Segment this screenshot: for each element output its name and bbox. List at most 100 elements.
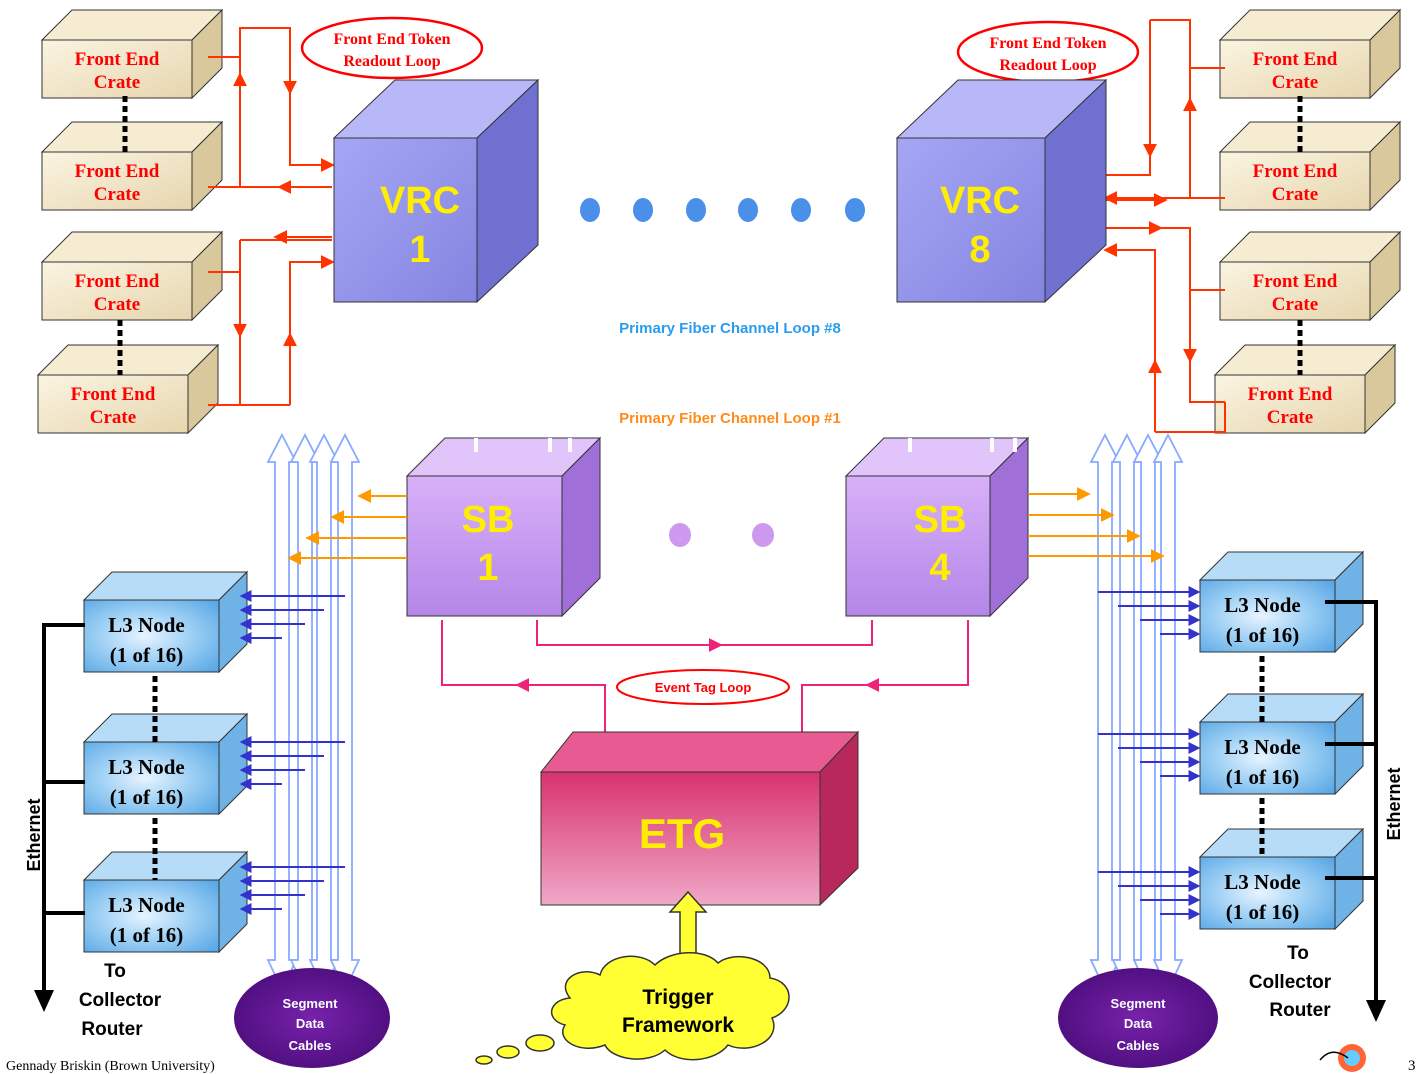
svg-text:(1 of 16): (1 of 16): [110, 643, 183, 667]
event-tag-loop: [441, 620, 969, 745]
svg-text:Event Tag Loop: Event Tag Loop: [655, 680, 752, 695]
svg-text:Front End: Front End: [75, 49, 160, 70]
segment-cables-right: Segment Data Cables: [1058, 968, 1218, 1068]
l3-node-left-3: L3 Node (1 of 16): [82, 850, 249, 954]
svg-text:(1 of 16): (1 of 16): [110, 923, 183, 947]
l3-node-left-2: L3 Node (1 of 16): [82, 712, 249, 816]
sb-output-arrows: [287, 487, 1165, 565]
svg-text:Crate: Crate: [1272, 294, 1318, 315]
svg-text:SB: SB: [914, 499, 967, 541]
l3-node-left-1: L3 Node (1 of 16): [82, 570, 249, 674]
footer-logo-icon: [1319, 1044, 1366, 1072]
svg-text:Front End: Front End: [1253, 161, 1338, 182]
svg-text:Front End Token: Front End Token: [989, 35, 1106, 52]
vrc-ellipsis-dots: [580, 198, 865, 222]
svg-text:Segment: Segment: [283, 996, 339, 1011]
svg-text:L3 Node: L3 Node: [108, 613, 184, 637]
loop1-label: Primary Fiber Channel Loop #1: [619, 410, 841, 427]
svg-text:Cables: Cables: [289, 1038, 332, 1053]
cable-to-l3-arrows: [239, 586, 1201, 920]
svg-text:Segment: Segment: [1111, 996, 1167, 1011]
right-token-loop: [1103, 19, 1226, 433]
svg-text:VRC: VRC: [380, 180, 460, 222]
svg-text:Front End Token: Front End Token: [333, 31, 450, 48]
svg-text:Crate: Crate: [90, 407, 136, 428]
svg-text:Front End: Front End: [71, 384, 156, 405]
ethernet-label-right: Ethernet: [1384, 767, 1404, 840]
svg-text:Front End: Front End: [75, 271, 160, 292]
page-number: 3: [1408, 1058, 1416, 1074]
sb-1-box: SB 1: [405, 436, 602, 618]
svg-text:Readout Loop: Readout Loop: [343, 53, 440, 70]
svg-text:Crate: Crate: [94, 184, 140, 205]
svg-text:Framework: Framework: [622, 1014, 734, 1037]
svg-text:1: 1: [409, 229, 430, 271]
segment-cable-bundle-left: [266, 433, 361, 993]
ethernet-right: [1325, 600, 1378, 1012]
l3-node-right-2: L3 Node (1 of 16): [1198, 692, 1365, 796]
segment-cable-bundle-right: [1089, 433, 1184, 993]
loop8-label: Primary Fiber Channel Loop #8: [619, 320, 841, 337]
svg-text:Collector: Collector: [79, 990, 162, 1011]
sb-4-box: SB 4: [844, 436, 1030, 618]
vrc-8-box: VRC 8: [895, 78, 1108, 304]
svg-text:VRC: VRC: [940, 180, 1020, 222]
svg-text:Front End: Front End: [75, 161, 160, 182]
svg-text:Crate: Crate: [94, 294, 140, 315]
svg-text:Trigger: Trigger: [642, 986, 713, 1009]
svg-text:L3 Node: L3 Node: [108, 893, 184, 917]
svg-text:Cables: Cables: [1117, 1038, 1160, 1053]
svg-text:(1 of 16): (1 of 16): [1226, 623, 1299, 647]
svg-text:Front End: Front End: [1253, 271, 1338, 292]
svg-text:4: 4: [929, 547, 950, 589]
svg-text:Crate: Crate: [1267, 407, 1313, 428]
collector-router-label-left: To Collector Router: [79, 961, 162, 1040]
ethernet-left-arrow: [34, 990, 54, 1012]
svg-text:SB: SB: [462, 499, 515, 541]
sb-ellipsis-dots: [669, 523, 774, 547]
token-loop-label-right: Front End Token Readout Loop: [956, 20, 1140, 84]
svg-text:L3 Node: L3 Node: [1224, 735, 1300, 759]
svg-text:Readout Loop: Readout Loop: [999, 57, 1096, 74]
svg-text:8: 8: [969, 229, 990, 271]
svg-text:(1 of 16): (1 of 16): [1226, 765, 1299, 789]
svg-text:Front End: Front End: [1248, 384, 1333, 405]
left-token-loop: [208, 27, 335, 406]
collector-router-label-right: To Collector Router: [1249, 943, 1332, 1021]
etg-box: ETG: [539, 730, 860, 907]
ethernet-left: [42, 623, 85, 1002]
svg-text:ETG: ETG: [639, 810, 725, 857]
svg-text:Router: Router: [81, 1019, 143, 1040]
ethernet-label-left: Ethernet: [24, 798, 44, 871]
svg-text:Crate: Crate: [94, 72, 140, 93]
svg-text:Front End: Front End: [1253, 49, 1338, 70]
svg-text:Collector: Collector: [1249, 972, 1332, 993]
svg-text:Router: Router: [1269, 1000, 1331, 1021]
svg-text:(1 of 16): (1 of 16): [110, 785, 183, 809]
l3-node-right-1: L3 Node (1 of 16): [1198, 550, 1365, 654]
svg-text:To: To: [104, 961, 126, 982]
ethernet-right-arrow: [1366, 1000, 1386, 1022]
svg-text:Crate: Crate: [1272, 184, 1318, 205]
svg-text:(1 of 16): (1 of 16): [1226, 900, 1299, 924]
svg-text:L3 Node: L3 Node: [1224, 593, 1300, 617]
svg-text:L3 Node: L3 Node: [108, 755, 184, 779]
svg-text:Data: Data: [296, 1016, 325, 1031]
token-loop-label-left: Front End Token Readout Loop: [300, 16, 484, 80]
svg-text:1: 1: [477, 547, 498, 589]
svg-text:L3 Node: L3 Node: [1224, 870, 1300, 894]
segment-cables-left: Segment Data Cables: [234, 968, 390, 1068]
svg-text:Crate: Crate: [1272, 72, 1318, 93]
svg-text:To: To: [1287, 943, 1309, 964]
svg-text:Data: Data: [1124, 1016, 1153, 1031]
footer-author: Gennady Briskin (Brown University): [6, 1059, 215, 1074]
